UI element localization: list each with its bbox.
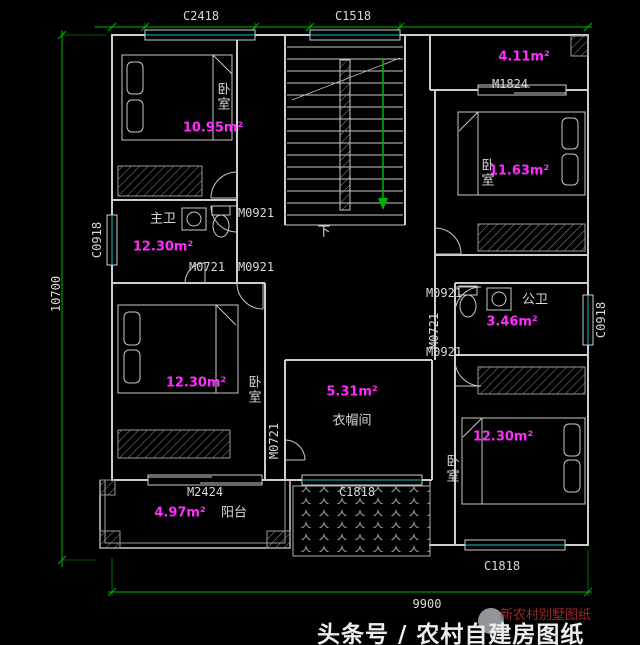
dim-overall-width: 9900 [412, 597, 442, 611]
window-label-c2418: C2418 [182, 9, 220, 23]
bedroom-br-area: 12.30m² [472, 429, 534, 445]
bed-icon-top-left [121, 54, 233, 141]
window-label-c1818-bottom: C1818 [483, 559, 521, 573]
bedroom-tr-area: 11.63m² [488, 163, 550, 179]
bedroom-br-name: 卧室 [443, 454, 459, 484]
door-label-m0721-2: M0721 [427, 312, 441, 350]
public-bath-name: 公卫 [521, 292, 549, 308]
door-label-m0721-3: M0721 [267, 422, 281, 460]
toilet-icon-master-bath [211, 205, 231, 238]
wardrobe-icons [117, 165, 586, 459]
bed-icon-top-right [457, 111, 586, 196]
door-label-m2424: M2424 [186, 485, 224, 499]
door-label-m0921-1: M0921 [237, 206, 275, 220]
window-label-c1818-mid: C1818 [338, 485, 376, 499]
door-label-m0921-3: M0921 [425, 286, 463, 300]
watermark-text: 头条号 / 农村自建房图纸 [317, 622, 585, 645]
bathroom-fixtures [181, 205, 512, 318]
sink-icon-public-bath [486, 287, 512, 311]
cloakroom-area: 5.31m² [326, 384, 378, 400]
stair-direction-arrow [378, 58, 388, 210]
cloakroom-name: 衣帽间 [332, 413, 372, 429]
balcony-area: 4.97m² [154, 505, 206, 521]
door-label-m1824: M1824 [491, 77, 529, 91]
door-label-m0721-1: M0721 [188, 260, 226, 274]
dim-overall-height: 10700 [49, 275, 63, 313]
window-label-c0918-left: C0918 [90, 221, 104, 259]
bedroom-tl-area: 10.95m² [182, 120, 244, 136]
balcony-railing [99, 480, 291, 549]
bedroom-bl-name: 卧室 [245, 375, 261, 405]
toilet-icon-public-bath [458, 285, 478, 318]
balcony-name: 阳台 [220, 505, 248, 521]
master-bath-area: 12.30m² [132, 239, 194, 255]
bed-icon-bottom-left [117, 304, 239, 394]
roof-tile-area [292, 485, 431, 557]
sink-icon-master-bath [181, 207, 207, 231]
column-blocks [99, 35, 589, 549]
master-bath-name: 主卫 [149, 211, 177, 227]
watermark-logo-icon [478, 608, 504, 634]
bed-icon-bottom-right [461, 417, 586, 505]
windows [106, 29, 594, 551]
bedroom-tr-name: 卧室 [478, 158, 494, 188]
terrace-area: 4.11m² [498, 49, 550, 65]
watermark-stamp: 新农村别墅图纸 [500, 608, 592, 623]
public-bath-area: 3.46m² [486, 314, 538, 330]
window-label-c1518: C1518 [334, 9, 372, 23]
door-swing-arcs [184, 171, 482, 461]
door-label-m0921-4: M0921 [425, 345, 463, 359]
door-label-m0921-2: M0921 [237, 260, 275, 274]
stair-down-label: 下 [317, 224, 331, 240]
window-label-c0918-right: C0918 [594, 301, 608, 339]
bedroom-bl-area: 12.30m² [165, 375, 227, 391]
staircase-icon [287, 46, 403, 216]
bedroom-tl-name: 卧室 [214, 82, 230, 112]
